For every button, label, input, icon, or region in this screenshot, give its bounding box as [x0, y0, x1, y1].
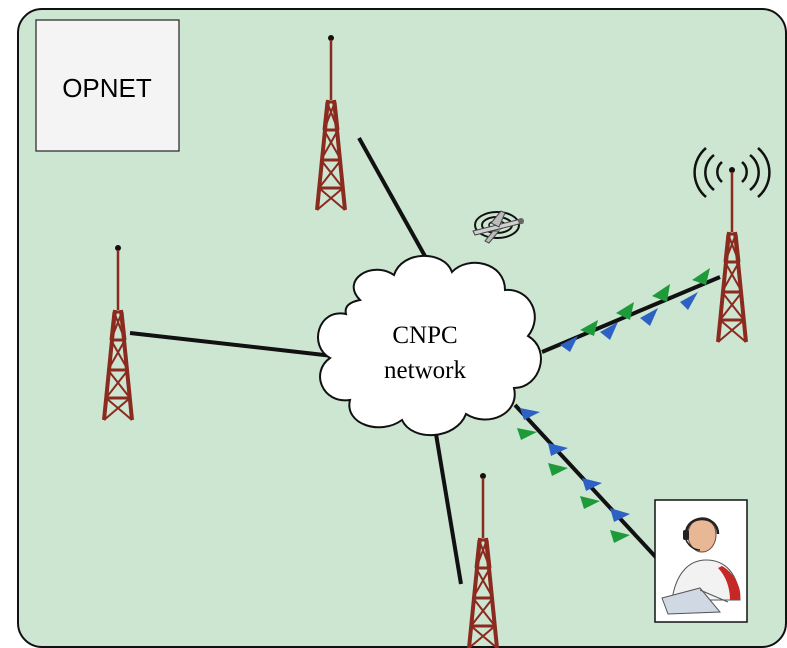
ground-operator-icon	[654, 499, 748, 623]
signal-waves-right	[560, 268, 710, 352]
cloud-label-line2: network	[384, 357, 466, 384]
signal-waves-operator	[517, 408, 630, 543]
opnet-box: OPNET	[35, 19, 180, 152]
cnpc-network-cloud: CNPC network	[317, 254, 542, 436]
uav-aircraft-icon	[472, 210, 524, 244]
broadcast-arcs	[693, 147, 771, 198]
link-bottom-tower	[434, 433, 463, 585]
cloud-label-line1: CNPC	[392, 322, 457, 349]
link-left-tower	[129, 331, 334, 358]
opnet-label: OPNET	[62, 73, 152, 103]
